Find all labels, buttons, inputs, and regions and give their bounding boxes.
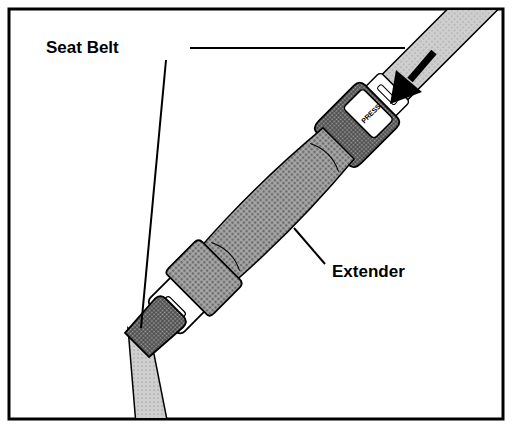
extender-end: [165, 238, 244, 317]
leader-line: [294, 228, 325, 264]
seat-belt-buckle: [123, 293, 189, 359]
leader-line: [141, 60, 166, 328]
press-arrow: [410, 52, 434, 80]
upper-belt-strap: [375, 10, 502, 107]
part-label: Extender: [332, 262, 405, 282]
webbing-stitch: [211, 140, 342, 271]
leader-line: [190, 47, 405, 49]
part-label: Seat Belt: [46, 38, 119, 58]
press-arrow-head: [390, 70, 422, 104]
press-button: [343, 88, 394, 139]
